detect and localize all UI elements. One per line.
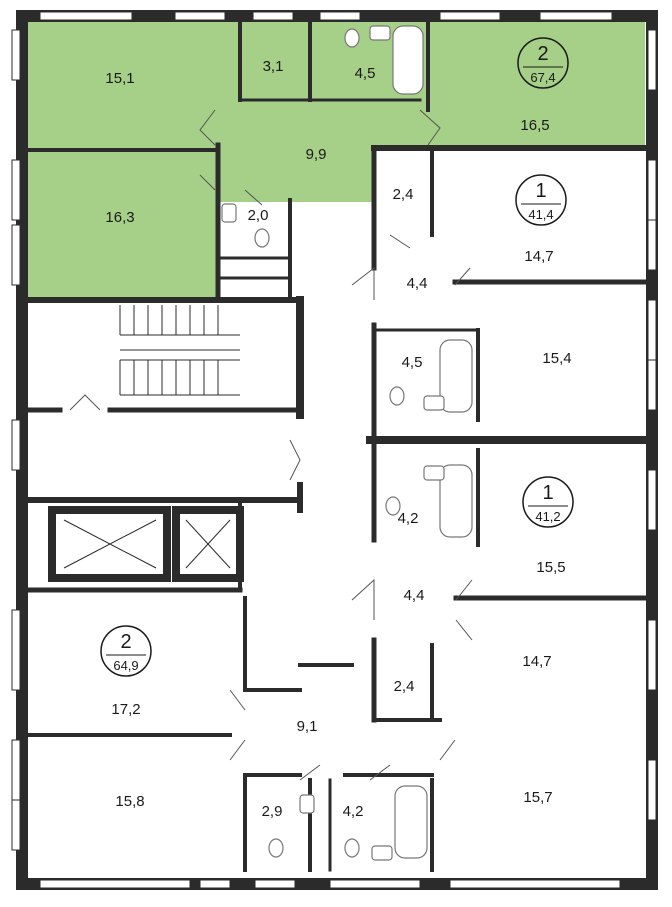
sinks (221, 25, 445, 861)
apartment-badge[interactable]: 2 67,4 (517, 37, 569, 89)
windows (11, 11, 657, 889)
room-area-label: 4,2 (398, 510, 419, 527)
room-labels: 15,1 3,1 4,5 16,5 9,9 16,3 2,0 2,4 14,7 … (105, 58, 571, 820)
room-area-label: 4,4 (407, 275, 428, 292)
sink-icon (299, 794, 315, 814)
toilet-icon (389, 386, 405, 406)
room-area-label: 4,5 (355, 65, 376, 82)
window (647, 619, 657, 691)
room-area-label: 2,4 (394, 678, 415, 695)
badge-rooms: 1 (542, 482, 553, 504)
room-area-label: 2,9 (262, 803, 283, 820)
toilet-icon (385, 496, 401, 516)
room-area-label: 16,5 (520, 117, 549, 134)
toilet-icon (344, 838, 360, 858)
badge-rooms: 2 (537, 43, 548, 65)
bathtub-icon (392, 25, 424, 95)
apartment-badge[interactable]: 1 41,2 (522, 476, 574, 528)
window (39, 11, 133, 21)
apartment-badges: 2 67,4 1 41,4 1 41,2 2 64,9 (100, 37, 574, 677)
window (11, 609, 21, 691)
window (539, 11, 613, 21)
room-area-label: 17,2 (111, 701, 140, 718)
room-area-label: 3,1 (263, 58, 284, 75)
badge-area: 41,2 (535, 509, 560, 524)
window (647, 159, 657, 221)
room-area-label: 14,7 (522, 653, 551, 670)
interior-walls (25, 20, 649, 872)
window (254, 879, 296, 889)
window (11, 29, 21, 81)
badge-rooms: 2 (120, 631, 131, 653)
window (199, 879, 231, 889)
toilet-icon (268, 838, 284, 858)
room-area-label: 15,4 (542, 350, 571, 367)
staircase (119, 305, 240, 396)
highlighted-apartment[interactable] (28, 22, 645, 300)
window (647, 759, 657, 821)
window (439, 11, 501, 21)
room-area-label: 2,0 (248, 207, 269, 224)
room-area-label: 15,5 (536, 559, 565, 576)
badge-circle (100, 625, 152, 677)
bathtub-icon (439, 339, 473, 413)
badge-circle (517, 37, 569, 89)
elevator-shafts (63, 519, 231, 569)
sink-icon (369, 25, 391, 41)
badge-circle (522, 476, 574, 528)
window (647, 299, 657, 361)
apartment-highlight-area (28, 22, 645, 300)
room-area-label: 14,7 (524, 248, 553, 265)
window (647, 219, 657, 271)
doors (69, 109, 473, 781)
window (11, 799, 21, 851)
toilets (254, 28, 405, 858)
apartment-badge[interactable]: 2 64,9 (100, 625, 152, 677)
window (252, 11, 294, 21)
window (647, 29, 657, 91)
room-area-label: 9,9 (306, 146, 327, 163)
badge-area: 41,4 (528, 207, 553, 222)
sink-icon (423, 465, 445, 481)
window (11, 159, 21, 221)
sink-icon (423, 395, 445, 411)
badge-area: 67,4 (530, 70, 555, 85)
room-area-label: 15,7 (523, 789, 552, 806)
window (329, 879, 421, 889)
bathtubs (392, 25, 473, 859)
badge-area: 64,9 (113, 658, 138, 673)
room-area-label: 4,2 (343, 803, 364, 820)
room-area-label: 16,3 (105, 209, 134, 226)
sink-icon (221, 203, 237, 223)
toilet-icon (344, 28, 360, 48)
window (11, 224, 21, 286)
badge-rooms: 1 (535, 180, 546, 202)
bathtub-icon (394, 785, 428, 859)
window (39, 879, 191, 889)
toilet-icon (254, 228, 270, 248)
window (319, 11, 361, 21)
badge-circle (515, 174, 567, 226)
bathtub-icon (439, 464, 473, 538)
window (647, 359, 657, 411)
window (449, 879, 621, 889)
room-area-label: 9,1 (297, 718, 318, 735)
room-area-label: 15,8 (115, 793, 144, 810)
room-area-label: 4,4 (404, 587, 425, 604)
apartment-badge[interactable]: 1 41,4 (515, 174, 567, 226)
window (174, 11, 226, 21)
room-area-label: 2,4 (393, 186, 414, 203)
window (11, 419, 21, 471)
room-area-label: 4,5 (402, 354, 423, 371)
room-area-label: 15,1 (105, 70, 134, 87)
sink-icon (371, 845, 393, 861)
window (647, 469, 657, 531)
